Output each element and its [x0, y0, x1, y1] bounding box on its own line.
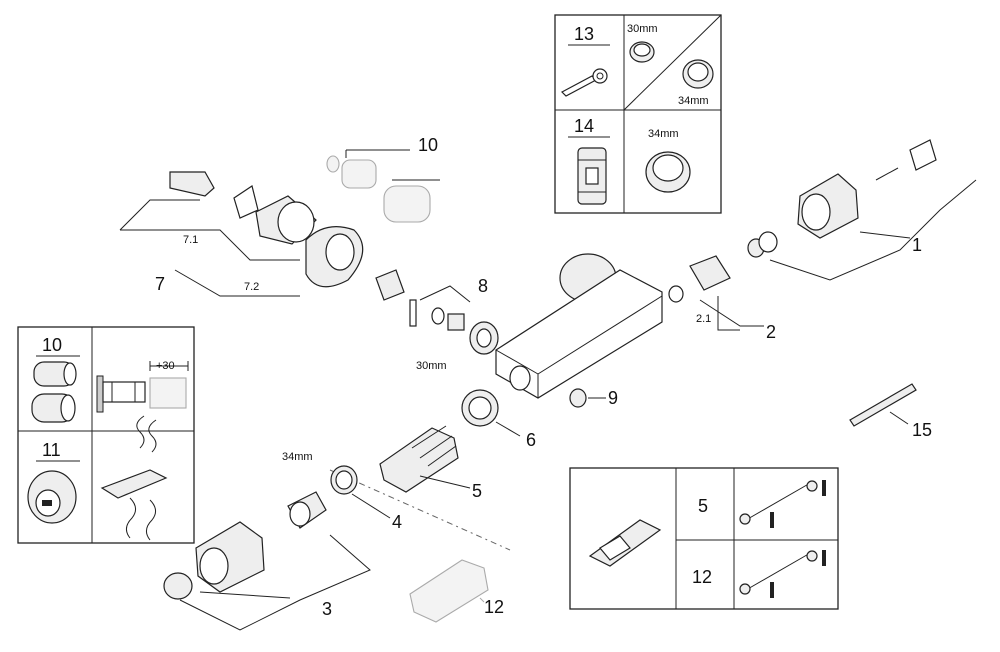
part-9-filter [569, 388, 606, 408]
extension-box-row-11-label: 11 [42, 440, 61, 460]
nut-30mm-icon [629, 41, 655, 63]
part-5-thermo-element [379, 425, 471, 493]
part-1-label: 1 [912, 235, 922, 255]
tools-box-34mm-label-b: 34mm [648, 128, 679, 140]
tools-box-30mm-label: 30mm [627, 23, 658, 35]
assembly-axis [329, 469, 511, 551]
extension-box-row-10-label: 10 [42, 335, 62, 355]
wall-extension-icon [96, 361, 189, 413]
ring-34mm-icon [682, 59, 714, 89]
part-1-handle [747, 139, 977, 281]
tools-box: 13 30mm 34mm 14 34mm [554, 14, 722, 214]
part-3-handle [163, 491, 371, 631]
thermostat-body [495, 253, 663, 399]
part-10-label: 10 [418, 135, 438, 155]
part-2-1-label: 2.1 [696, 313, 711, 325]
part-12-element [409, 559, 489, 623]
part-6-ring [461, 389, 521, 437]
part-12-label: 12 [484, 597, 504, 617]
dim-30mm-label: 30mm [416, 360, 447, 372]
extension-box: 10 +30 11 [17, 326, 195, 544]
part-7-1-label: 7.1 [183, 234, 198, 246]
tools-box-row-14-label: 14 [574, 116, 594, 136]
thermo-box-row-12-label: 12 [692, 567, 712, 587]
part-7-label: 7 [155, 274, 165, 294]
cartridge-tool-icon [577, 147, 607, 205]
extension-dimension-label: +30 [156, 360, 175, 372]
part-8-check-valve [375, 269, 499, 355]
part-7-2-label: 7.2 [244, 281, 259, 293]
part-9-label: 9 [608, 388, 618, 408]
thermo-cartridge-icon [588, 519, 662, 567]
part-2-cartridge [668, 255, 764, 331]
part-10-extension [326, 149, 440, 223]
thermo-box: 5 12 [569, 467, 839, 610]
part-5-label: 5 [472, 481, 482, 501]
wrench-icon [561, 68, 608, 97]
extension-piece-icon [31, 361, 77, 423]
part-15-thermometer [849, 383, 917, 427]
tools-box-34mm-label-a: 34mm [678, 95, 709, 107]
tools-box-row-13-label: 13 [574, 24, 594, 44]
part-8-label: 8 [478, 276, 488, 296]
part-3-label: 3 [322, 599, 332, 619]
part-7-connection [119, 171, 364, 297]
part-15-label: 15 [912, 420, 932, 440]
temp-setting-12-icon [739, 550, 826, 598]
part-4-label: 4 [392, 512, 402, 532]
part-2-label: 2 [766, 322, 776, 342]
thermo-box-row-5-label: 5 [698, 496, 708, 516]
handle-cap-icon [27, 470, 77, 524]
dim-34mm-label: 34mm [282, 451, 313, 463]
ring-34mm-b-icon [645, 151, 691, 193]
temp-setting-5-icon [739, 480, 826, 528]
part-6-label: 6 [526, 430, 536, 450]
part-4-ring [330, 465, 391, 519]
hot-water-spout-icon [100, 415, 168, 541]
